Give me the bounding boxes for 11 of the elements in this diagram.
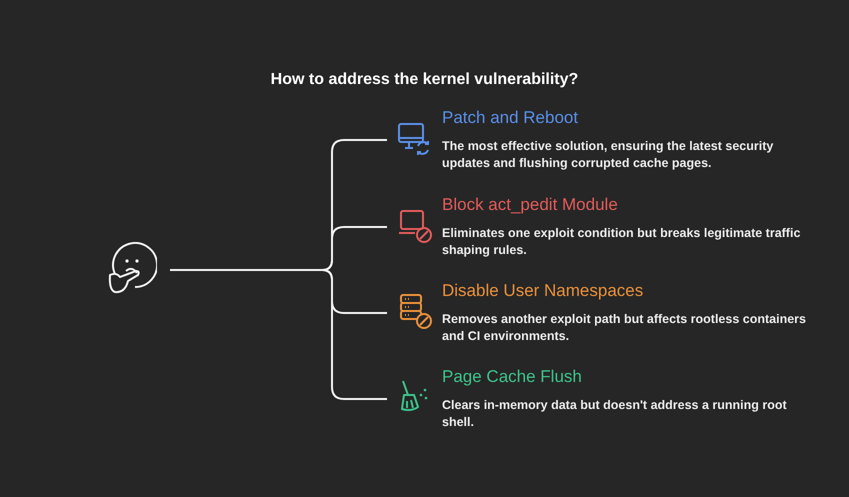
- option-description: Clears in-memory data but doesn't address a running root shell.: [442, 397, 788, 431]
- option-description: The most effective solution, ensuring the latest security updates and flushing corrupted cache pages.: [442, 138, 774, 172]
- option-heading: Patch and Reboot: [442, 108, 578, 128]
- option-heading: Block act_pedit Module: [442, 195, 618, 215]
- option-description: Removes another exploit path but affects rootless containers and CI environments.: [442, 311, 807, 345]
- option-heading: Page Cache Flush: [442, 367, 582, 387]
- thinking-face-icon: [107, 242, 157, 294]
- connector-line: [170, 269, 387, 400]
- diagram-title: How to address the kernel vulnerability?: [270, 71, 580, 89]
- option-heading: Disable User Namespaces: [442, 281, 644, 301]
- option-description: Eliminates one exploit condition but breaks legitimate traffic shaping rules.: [442, 225, 802, 259]
